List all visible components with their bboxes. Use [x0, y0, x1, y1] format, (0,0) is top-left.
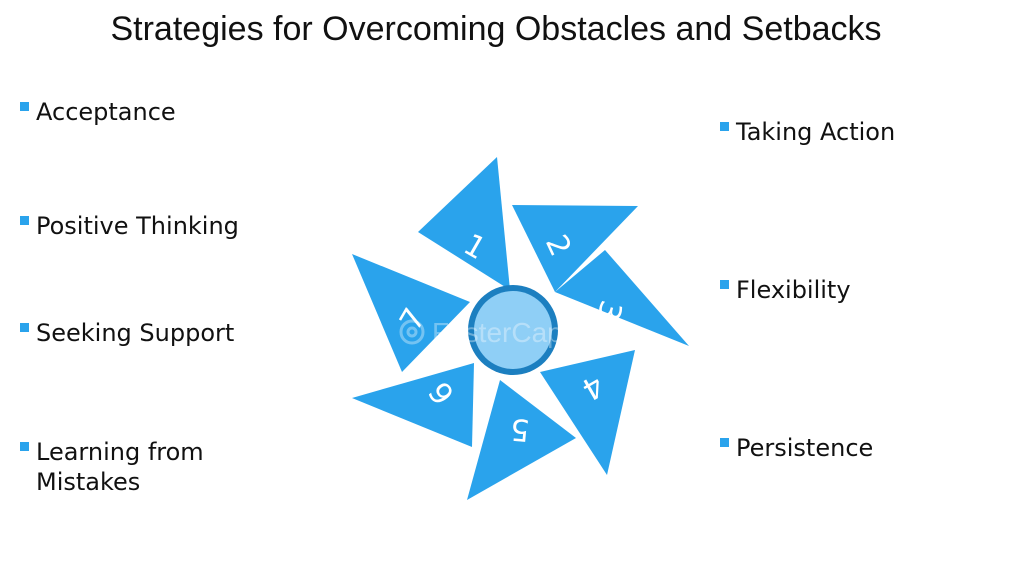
page-title: Strategies for Overcoming Obstacles and …: [110, 10, 882, 48]
item-label: Positive Thinking: [36, 212, 239, 240]
bullet-square-icon: [720, 122, 729, 131]
watermark-text: FasterCapital: [432, 317, 599, 348]
list-item-acceptance: Acceptance: [20, 97, 176, 127]
blade-3: [555, 250, 689, 346]
list-item-positive-thinking: Positive Thinking: [20, 211, 239, 241]
list-item-flexibility: Flexibility: [720, 275, 851, 305]
blade-2: [512, 205, 638, 292]
item-label: Persistence: [736, 434, 874, 462]
bullet-square-icon: [20, 102, 29, 111]
blade-number-5: 5: [509, 411, 531, 448]
hub-center: [474, 291, 552, 369]
item-label: Flexibility: [736, 276, 851, 304]
blade-7: [352, 254, 470, 372]
bullet-square-icon: [20, 323, 29, 332]
list-item-taking-action: Taking Action: [720, 117, 895, 147]
blade-5: [467, 380, 576, 500]
bullet-square-icon: [20, 442, 29, 451]
blade-6: [352, 363, 474, 447]
list-item-learning-from-mistakes: Learning from Mistakes: [20, 437, 204, 497]
blade-1: [418, 157, 510, 290]
item-label: Learning from Mistakes: [36, 438, 204, 496]
blade-4: [540, 350, 635, 475]
bullet-square-icon: [20, 216, 29, 225]
item-label: Taking Action: [736, 118, 896, 146]
item-label: Acceptance: [36, 98, 176, 126]
list-item-persistence: Persistence: [720, 433, 873, 463]
list-item-seeking-support: Seeking Support: [20, 318, 234, 348]
watermark-logo: FasterCapital: [399, 317, 599, 348]
item-label: Seeking Support: [36, 319, 235, 347]
bullet-square-icon: [720, 438, 729, 447]
bullet-square-icon: [720, 280, 729, 289]
